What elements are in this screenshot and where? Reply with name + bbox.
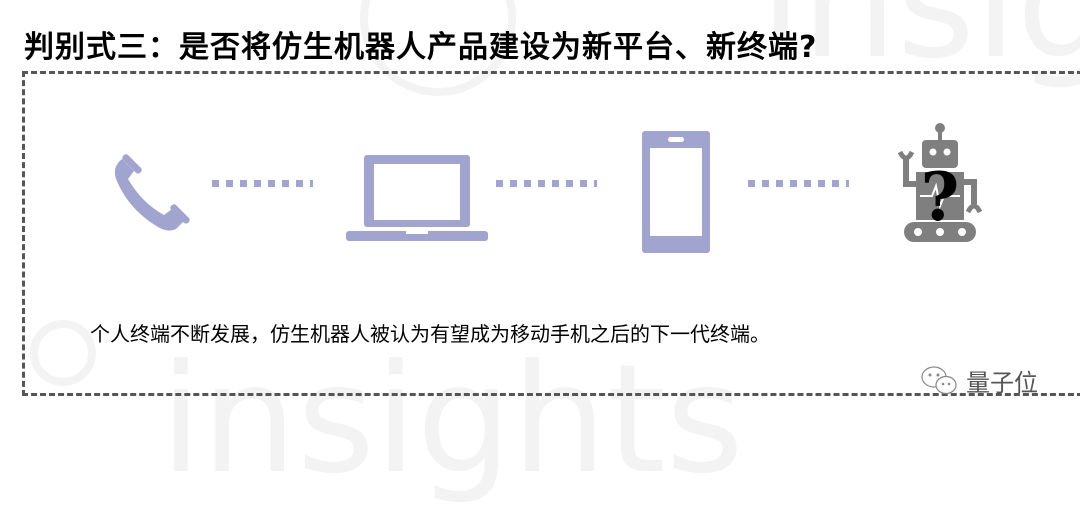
connector-dots — [212, 180, 313, 187]
smartphone-icon — [642, 131, 710, 257]
question-mark: ? — [921, 158, 960, 236]
brand-watermark: 量子位 — [920, 363, 1038, 398]
caption-text: 个人终端不断发展，仿生机器人被认为有望成为移动手机之后的下一代终端。 — [90, 322, 770, 346]
watermark-ring — [30, 320, 96, 386]
wechat-icon — [921, 365, 957, 394]
page-title: 判别式三：是否将仿生机器人产品建设为新平台、新终端? — [24, 30, 818, 65]
robot-question-icon: ? — [890, 122, 990, 248]
connector-dots — [748, 180, 849, 187]
brand-name: 量子位 — [966, 369, 1038, 397]
laptop-icon — [346, 155, 488, 247]
dashed-frame — [22, 71, 1080, 396]
telephone-handset-icon — [112, 153, 204, 237]
connector-dots — [496, 180, 597, 187]
